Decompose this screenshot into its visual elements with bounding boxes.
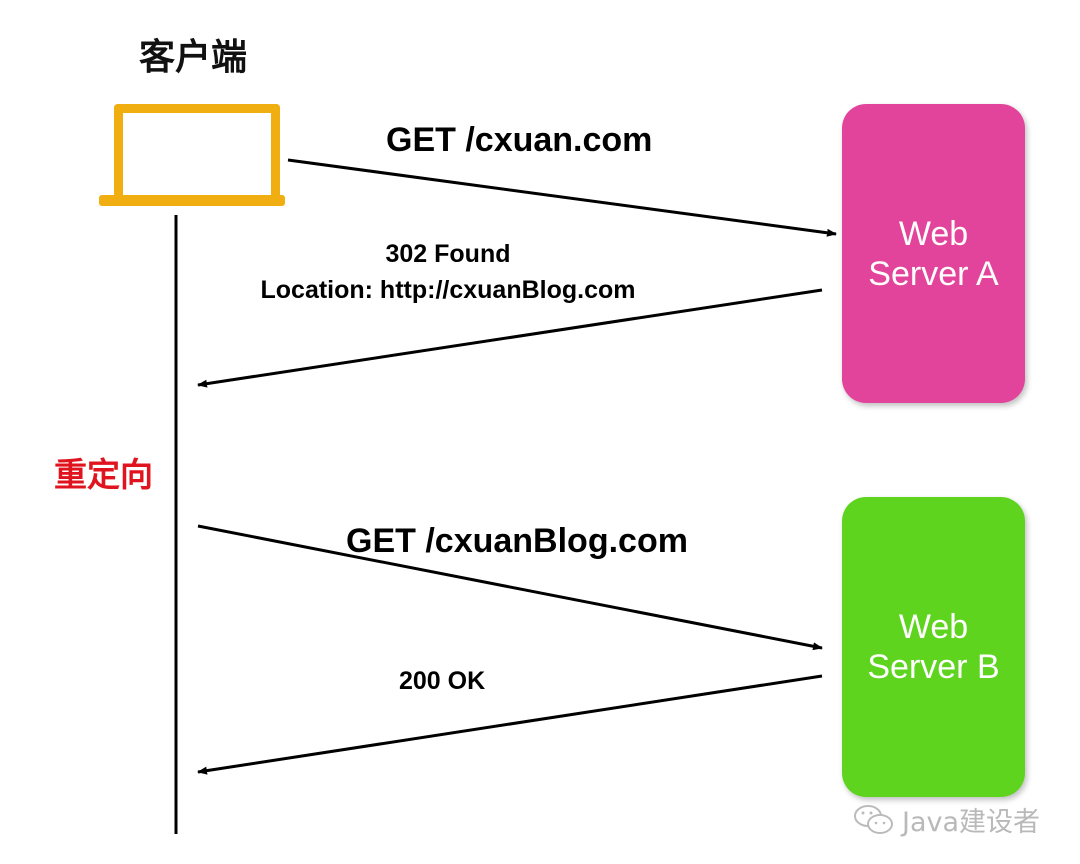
server-b-line2: Server B bbox=[867, 648, 1000, 686]
laptop-base bbox=[99, 195, 285, 206]
redirect-label: 重定向 bbox=[54, 455, 153, 494]
arrow-response-2 bbox=[197, 674, 823, 775]
server-b-line1: Web bbox=[898, 608, 969, 646]
wechat-icon bbox=[854, 804, 893, 834]
request-1-label: GET /cxuan.com bbox=[386, 121, 653, 159]
watermark: Java建设者 bbox=[852, 800, 1040, 839]
response-1-location: Location: http://cxuanBlog.com bbox=[260, 276, 636, 304]
response-1-status: 302 Found bbox=[385, 240, 511, 268]
web-server-b: Web Server B bbox=[842, 497, 1025, 797]
arrow-request-1 bbox=[287, 158, 837, 237]
watermark-text: Java建设者 bbox=[902, 807, 1041, 838]
arrow-request-2 bbox=[197, 524, 823, 651]
server-a-line1: Web bbox=[898, 214, 969, 253]
request-2-label: GET /cxuanBlog.com bbox=[346, 522, 688, 560]
server-a-line2: Server A bbox=[868, 254, 999, 293]
client-title: 客户端 bbox=[138, 37, 247, 78]
laptop-icon bbox=[114, 104, 280, 203]
response-1-label: 302 Found Location: http://cxuanBlog.com bbox=[230, 236, 666, 308]
response-2-label: 200 OK bbox=[399, 667, 486, 695]
web-server-a: Web Server A bbox=[842, 104, 1025, 403]
arrow-response-1 bbox=[197, 288, 823, 388]
